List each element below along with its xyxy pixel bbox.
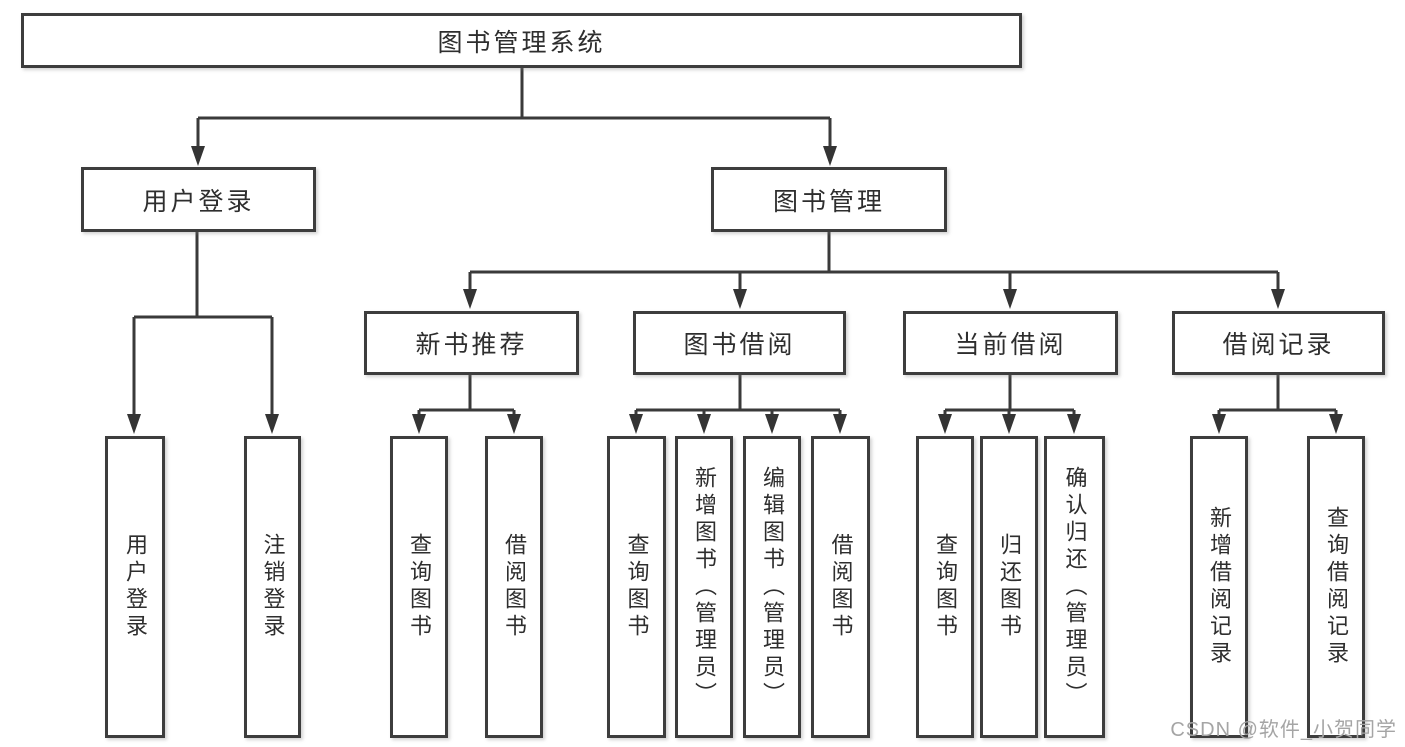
node-leaf-add-books-admin: 新增图书（管理员） — [675, 436, 733, 738]
connector-records-to-children — [1212, 375, 1343, 434]
connector-newrec-to-children — [412, 375, 521, 434]
node-root: 图书管理系统 — [21, 13, 1022, 68]
connector-root-to-level2 — [191, 68, 837, 166]
node-user-login: 用户登录 — [81, 167, 316, 232]
node-new-book-recommend: 新书推荐 — [364, 311, 579, 375]
node-leaf-current-query-books: 查询图书 — [916, 436, 974, 738]
connector-bookmgmt-to-level3 — [463, 232, 1285, 309]
node-leaf-edit-books-admin: 编辑图书（管理员） — [743, 436, 801, 738]
node-leaf-confirm-return-admin: 确认归还（管理员） — [1044, 436, 1105, 738]
node-leaf-borrow-books: 借阅图书 — [811, 436, 870, 738]
node-leaf-return-books: 归还图书 — [980, 436, 1038, 738]
node-book-management: 图书管理 — [711, 167, 947, 232]
connector-borrow-to-children — [629, 375, 847, 434]
node-leaf-logout: 注销登录 — [244, 436, 301, 738]
csdn-watermark: CSDN @软件_小贺同学 — [1170, 719, 1397, 741]
node-leaf-borrow-query-books: 查询图书 — [607, 436, 666, 738]
node-leaf-rec-query-books: 查询图书 — [390, 436, 448, 738]
connector-userlogin-to-children — [127, 232, 279, 434]
node-leaf-user-login: 用户登录 — [105, 436, 165, 738]
node-leaf-rec-borrow-books: 借阅图书 — [485, 436, 543, 738]
connector-current-to-children — [938, 375, 1081, 434]
node-current-borrow: 当前借阅 — [903, 311, 1118, 375]
node-leaf-add-borrow-record: 新增借阅记录 — [1190, 436, 1248, 738]
node-book-borrow: 图书借阅 — [633, 311, 846, 375]
node-borrow-records: 借阅记录 — [1172, 311, 1385, 375]
node-leaf-query-borrow-record: 查询借阅记录 — [1307, 436, 1365, 738]
